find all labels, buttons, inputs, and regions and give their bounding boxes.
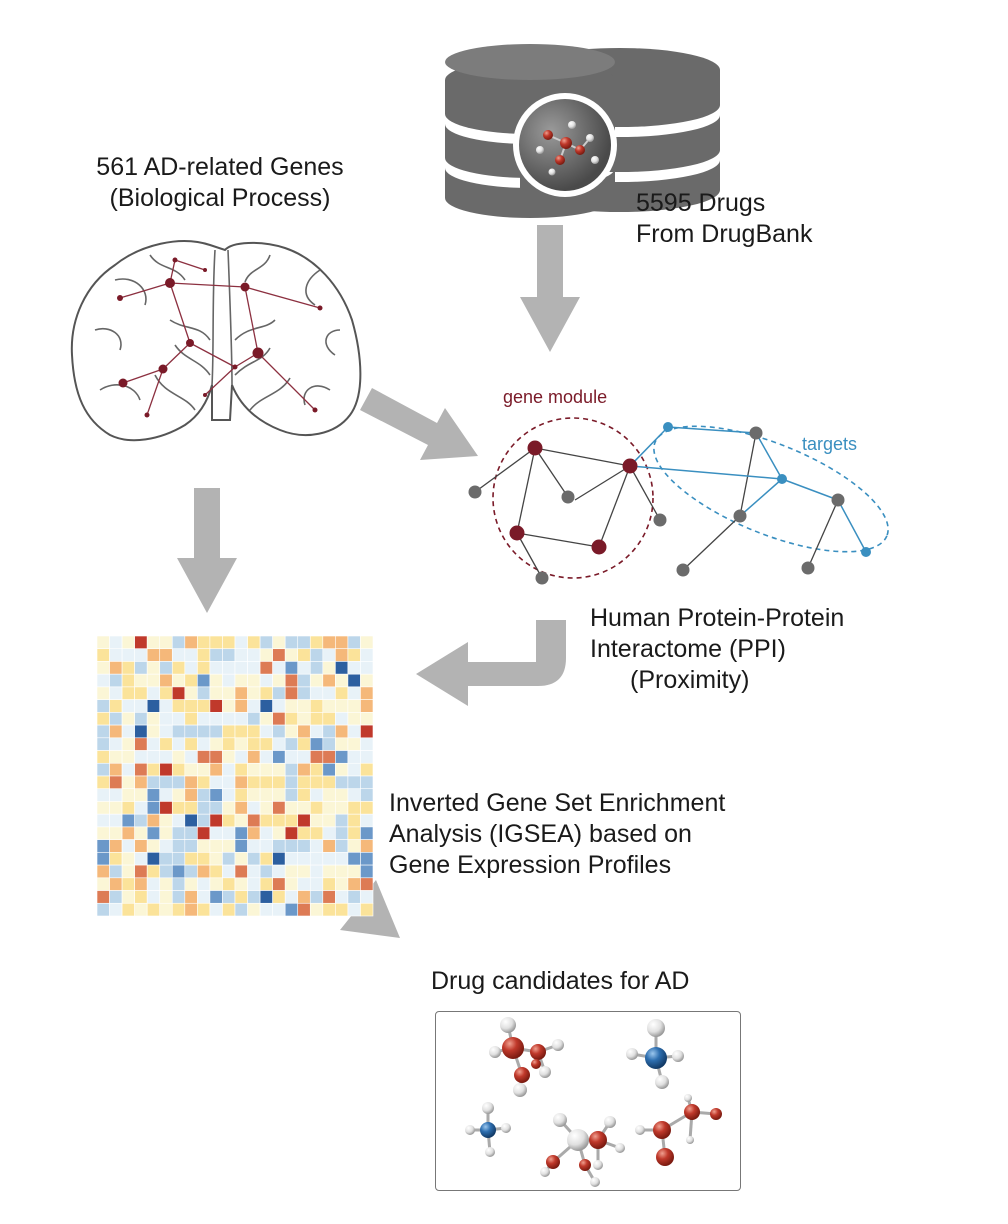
candidates-title: Drug candidates for AD [431, 967, 690, 995]
drugs-source-text: From DrugBank [636, 220, 813, 248]
genes-process-text: (Biological Process) [109, 184, 331, 212]
genes-label: 561 AD-related Genes (Biological Process… [60, 152, 380, 214]
drugs-count-text: 5595 Drugs [636, 189, 766, 217]
igsea-line2: Analysis (IGSEA) based on [389, 820, 692, 848]
ppi-caption: Human Protein-Protein Interactome (PPI) … [590, 603, 844, 696]
igsea-line1: Inverted Gene Set Enrichment [389, 789, 726, 817]
igsea-caption: Inverted Gene Set Enrichment Analysis (I… [389, 788, 725, 881]
ppi-caption-line2: Interactome (PPI) [590, 635, 786, 663]
arrow-network-to-heatmap [416, 620, 566, 706]
heatmap [96, 635, 374, 917]
arrow-drugbank-to-network [520, 225, 580, 352]
gene-module-label: gene module [503, 387, 608, 407]
targets-label: targets [802, 434, 858, 454]
arrow-brain-to-heatmap [177, 488, 237, 613]
arrow-brain-to-network [360, 388, 478, 460]
drugs-label: 5595 Drugs From DrugBank [636, 188, 812, 250]
gene-module-circle [492, 417, 654, 579]
heatmap-cell [360, 902, 374, 917]
igsea-line3: Gene Expression Profiles [389, 851, 672, 879]
genes-count-text: 561 AD-related Genes [96, 153, 344, 181]
ppi-caption-line3: (Proximity) [630, 666, 750, 694]
ppi-caption-line1: Human Protein-Protein [590, 604, 845, 632]
